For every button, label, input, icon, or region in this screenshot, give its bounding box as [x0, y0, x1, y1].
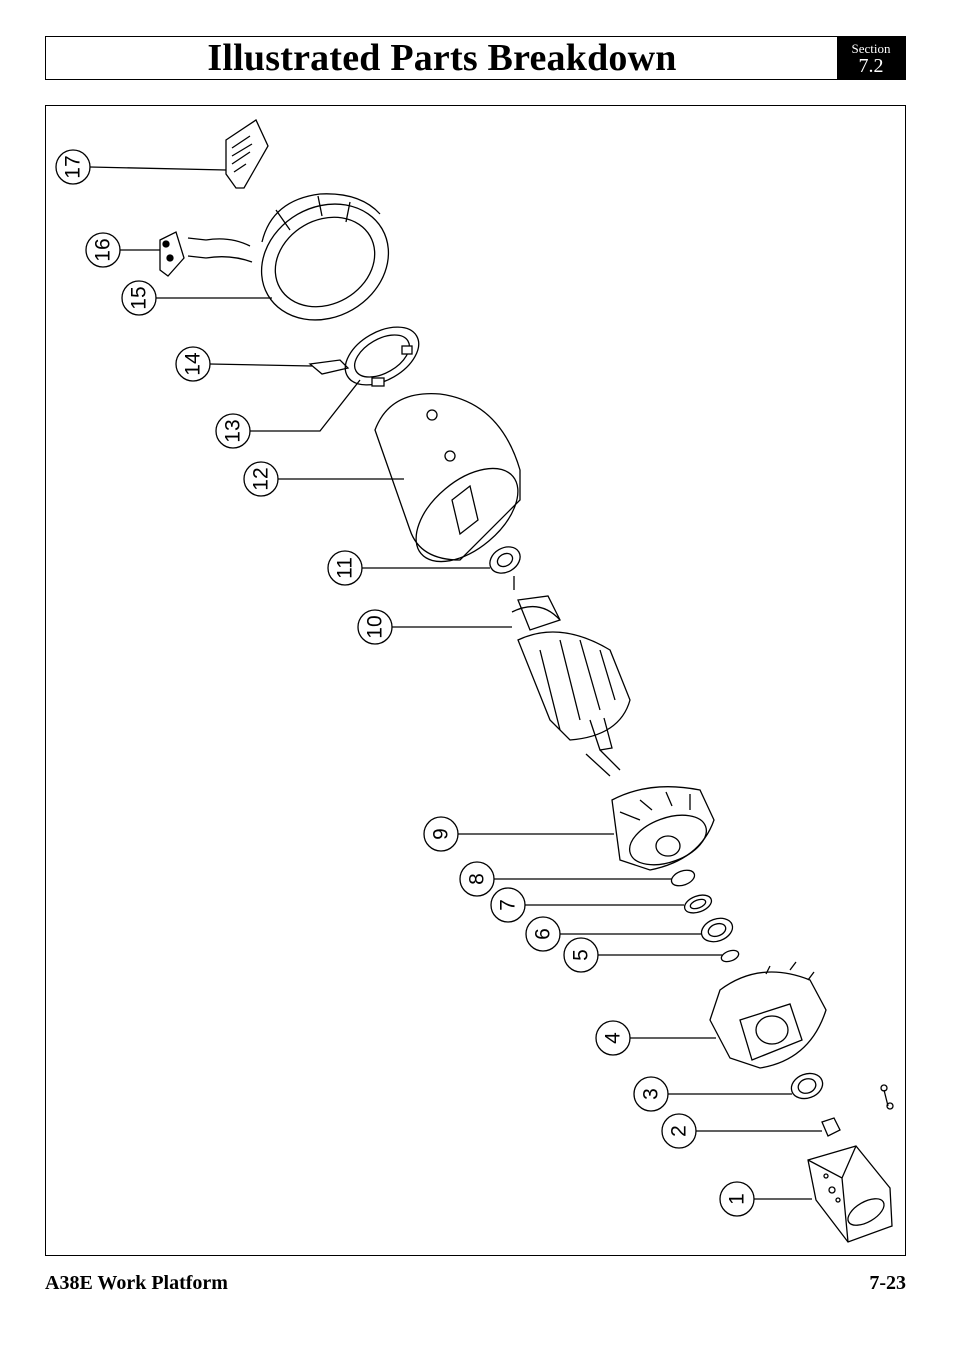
part-12-drawing — [374, 392, 521, 563]
svg-text:17: 17 — [62, 155, 85, 178]
svg-text:10: 10 — [364, 615, 387, 638]
svg-text:8: 8 — [466, 873, 489, 885]
svg-text:16: 16 — [92, 238, 115, 261]
callout-4: 4 — [595, 1020, 631, 1056]
callout-7: 7 — [490, 887, 526, 923]
callout-9: 9 — [423, 816, 459, 852]
part-9-drawing — [611, 786, 715, 871]
page-header: Illustrated Parts Breakdown Section 7.2 — [45, 36, 906, 80]
svg-text:12: 12 — [250, 467, 273, 490]
callout-16: 16 — [85, 232, 121, 268]
svg-text:15: 15 — [128, 286, 151, 309]
callout-15: 15 — [121, 280, 157, 316]
footer-page-number: 7-23 — [869, 1272, 906, 1294]
callout-6: 6 — [525, 916, 561, 952]
part-4-drawing — [709, 961, 827, 1069]
callout-10: 10 — [357, 609, 393, 645]
part-5-drawing — [720, 949, 740, 963]
part-11-drawing — [489, 546, 521, 590]
svg-text:11: 11 — [334, 557, 357, 579]
leader-lines — [89, 166, 822, 1200]
svg-text:6: 6 — [532, 928, 555, 940]
callout-1: 1 — [719, 1181, 755, 1217]
callout-13: 13 — [215, 413, 251, 449]
svg-text:2: 2 — [668, 1125, 691, 1137]
svg-text:14: 14 — [182, 352, 205, 376]
part-10-drawing — [511, 595, 631, 777]
svg-text:3: 3 — [640, 1088, 663, 1100]
part-15-drawing — [260, 193, 390, 321]
screw-drawing — [880, 1084, 894, 1110]
svg-text:13: 13 — [222, 419, 245, 442]
callout-5: 5 — [563, 937, 599, 973]
svg-text:7: 7 — [497, 899, 520, 911]
callout-11: 11 — [327, 550, 363, 586]
part-7-drawing — [683, 894, 713, 914]
diagram-frame — [45, 105, 906, 1256]
part-16-drawing — [159, 231, 253, 277]
callout-2: 2 — [661, 1113, 697, 1149]
svg-text:5: 5 — [570, 949, 593, 961]
part-14-drawing — [308, 359, 350, 375]
part-13-drawing — [344, 326, 420, 387]
callout-12: 12 — [243, 461, 279, 497]
callout-3: 3 — [633, 1076, 669, 1112]
part-1-drawing — [807, 1145, 893, 1243]
svg-text:9: 9 — [430, 828, 453, 840]
section-number: 7.2 — [858, 55, 884, 77]
part-3-drawing — [790, 1072, 824, 1100]
callout-8: 8 — [459, 861, 495, 897]
footer-product-name: A38E Work Platform — [45, 1272, 228, 1294]
page-title: Illustrated Parts Breakdown — [207, 37, 677, 79]
part-8-drawing — [670, 869, 696, 887]
section-badge: Section 7.2 — [837, 37, 905, 79]
section-label: Section — [851, 41, 891, 56]
callout-14: 14 — [175, 346, 211, 382]
part-2-drawing — [821, 1117, 841, 1137]
part-17-drawing — [225, 119, 269, 189]
svg-text:4: 4 — [602, 1032, 625, 1044]
part-6-drawing — [700, 917, 734, 943]
svg-text:1: 1 — [726, 1193, 749, 1205]
callout-17: 17 — [55, 149, 91, 185]
